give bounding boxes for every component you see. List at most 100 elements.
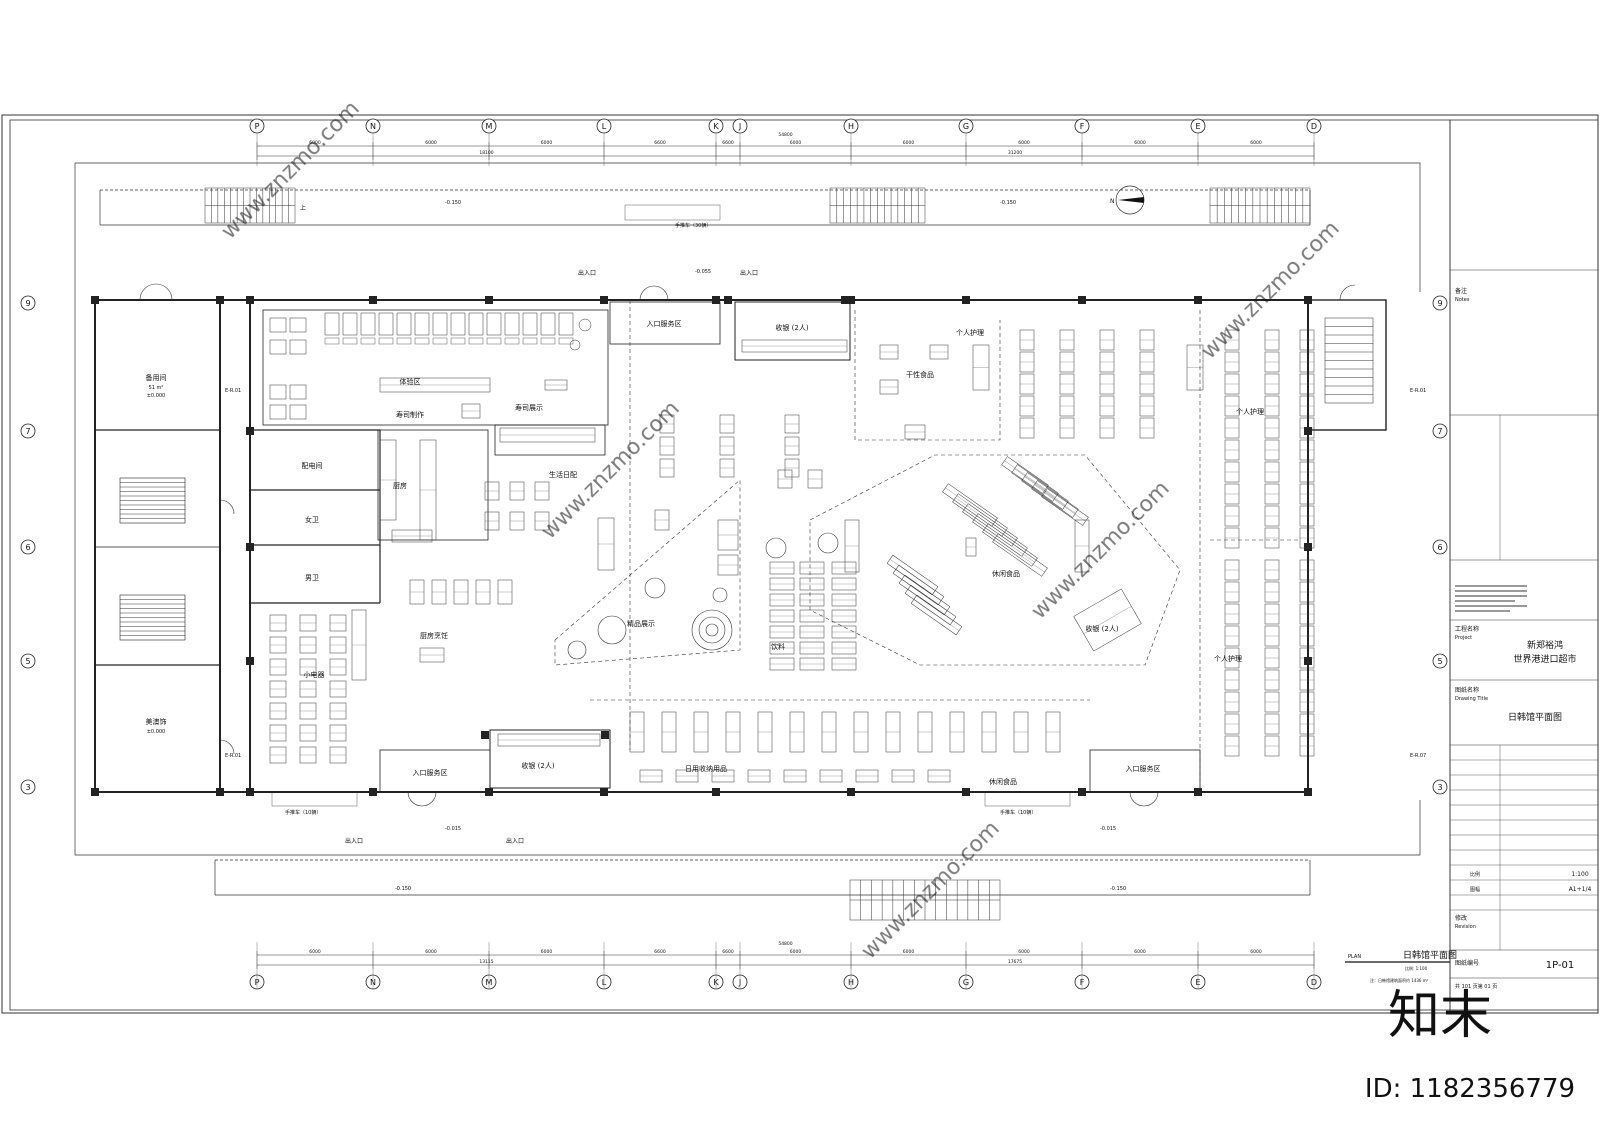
plan-caption-title: 日韩馆平面图	[1403, 949, 1457, 961]
booth-table	[558, 337, 574, 345]
notes-label-en: Notes	[1455, 297, 1470, 303]
booth-table	[468, 337, 484, 345]
grid-bubble	[1432, 539, 1448, 555]
room-distribution: 配电间	[302, 461, 323, 470]
dining-table	[269, 317, 287, 333]
sheet-count: 共 101 页第 01 页	[1455, 983, 1497, 990]
dimension-label: 6000	[309, 949, 321, 955]
dimension-label: 6000	[425, 140, 437, 146]
grid-bubble	[1432, 653, 1448, 669]
dimension-label: 6000	[541, 949, 553, 955]
booth-table	[324, 337, 340, 345]
svg-text:www.znzmo.com: www.znzmo.com	[1027, 476, 1175, 624]
dimension-total: 17675	[1008, 959, 1022, 965]
booth-table	[396, 337, 412, 345]
zone-dry-food: 干性食品	[906, 370, 934, 379]
dining-table	[289, 384, 307, 400]
room-female-wc: 女卫	[305, 515, 319, 524]
plan-caption-scale: 比例: 1:100	[1405, 965, 1428, 971]
grid-bubble-label: 9	[25, 299, 30, 308]
grid-bubble-label: G	[963, 122, 969, 131]
grid-bubble-label: E	[1195, 122, 1200, 131]
booth-seat	[360, 312, 376, 336]
grid-bubble	[1432, 779, 1448, 795]
booth-table	[540, 337, 556, 345]
svg-text:www.znzmo.com: www.znzmo.com	[857, 816, 1005, 964]
title-block: 备注 Notes 工程名称 Project 新郑裕鸿 世界港进口超市 图纸名称 …	[1449, 119, 1599, 1011]
dining-table	[269, 384, 287, 400]
zone-personal-care-2: 个人护理	[1236, 407, 1264, 416]
stair-up-label: 上	[300, 204, 306, 212]
booth-seat	[468, 312, 484, 336]
dimension-total: 54800	[778, 132, 792, 138]
section-mark-bottom-right: E-R.07	[1410, 753, 1426, 759]
room-beauty: 美澳饰	[146, 717, 167, 726]
dining-table	[269, 339, 287, 355]
level-top-right: -0.150	[1000, 200, 1016, 206]
dimension-total: 54800	[778, 941, 792, 947]
dining-table	[289, 339, 307, 355]
svg-text:N: N	[1110, 198, 1115, 205]
dimension-label: 6000	[903, 140, 915, 146]
dimension-label: 6000	[1134, 949, 1146, 955]
shelving-fixtures	[269, 329, 1315, 783]
zone-entrance-service-bl: 入口服务区	[413, 768, 448, 777]
grid-bubble	[1432, 295, 1448, 311]
svg-text:www.znzmo.com: www.znzmo.com	[1197, 216, 1345, 364]
booth-seat	[396, 312, 412, 336]
section-mark-bottom-left: E-R.01	[225, 753, 241, 759]
booth-table	[414, 337, 430, 345]
drawing-title: 日韩馆平面图	[1508, 711, 1562, 723]
dining-table	[289, 317, 307, 333]
grid-bubble-label: J	[738, 122, 741, 131]
grid-bubble-label: H	[848, 122, 854, 131]
zone-entrance-service-top: 入口服务区	[647, 319, 682, 328]
grid-bubble-label: J	[738, 978, 741, 987]
booth-seat	[414, 312, 430, 336]
dimension-label: 6000	[1018, 949, 1030, 955]
doors	[139, 283, 1356, 807]
structural-columns	[91, 296, 1312, 796]
zone-small-appliance: 小电器	[304, 670, 325, 679]
grid-bubble-label: 5	[1437, 657, 1442, 666]
zone-sushi-make: 寿司制作	[396, 410, 424, 419]
zone-tasting: 体验区	[400, 377, 421, 386]
level-bottom-mid-left: -0.015	[445, 826, 461, 832]
grid-bubble-label: 9	[1437, 299, 1442, 308]
dimension-label: 6000	[1134, 140, 1146, 146]
zone-sushi-show: 寿司展示	[515, 403, 543, 412]
watermark: www.znzmo.com www.znzmo.com www.znzmo.co…	[217, 96, 1345, 964]
zone-snack-food-mid: 休闲食品	[992, 569, 1020, 578]
dining-table	[289, 404, 307, 420]
svg-text:www.znzmo.com: www.znzmo.com	[217, 96, 365, 244]
grid-bubble-label: F	[1080, 122, 1085, 131]
dimension-label: 6600	[654, 140, 666, 146]
project-name-line2: 世界港进口超市	[1513, 653, 1576, 665]
building-walls	[94, 299, 1387, 793]
grid-bubble	[20, 423, 36, 439]
booth-table	[504, 337, 520, 345]
cart-parking-top: 手推车（30辆）	[675, 222, 711, 229]
dimension-label: 6000	[1018, 140, 1030, 146]
grid-bubble-label: 3	[1437, 783, 1442, 792]
exit-labels: 出入口 出入口 出入口 出入口 E-R.01 E-R.01 E-R.01 E-R…	[225, 269, 1426, 845]
grid-bubble-label: 5	[25, 657, 30, 666]
grid-bubble	[20, 295, 36, 311]
room-beauty-level: ±0.000	[147, 729, 166, 735]
dimension-label: 6000	[903, 949, 915, 955]
room-male-wc: 男卫	[305, 574, 319, 582]
level-top-center: -0.055	[695, 269, 711, 275]
dimension-label: 6000	[790, 949, 802, 955]
zone-beverage: 饮料	[771, 642, 785, 651]
exit-bottom-right: 出入口	[506, 837, 524, 845]
booth-seat	[324, 312, 340, 336]
revision-label-en: Revision	[1455, 924, 1476, 930]
booth-seat	[522, 312, 538, 336]
watermark-id: ID: 1182356779	[1365, 1074, 1575, 1104]
exit-top-left: 出入口	[578, 269, 596, 277]
grid-bubble-label: K	[713, 978, 719, 987]
